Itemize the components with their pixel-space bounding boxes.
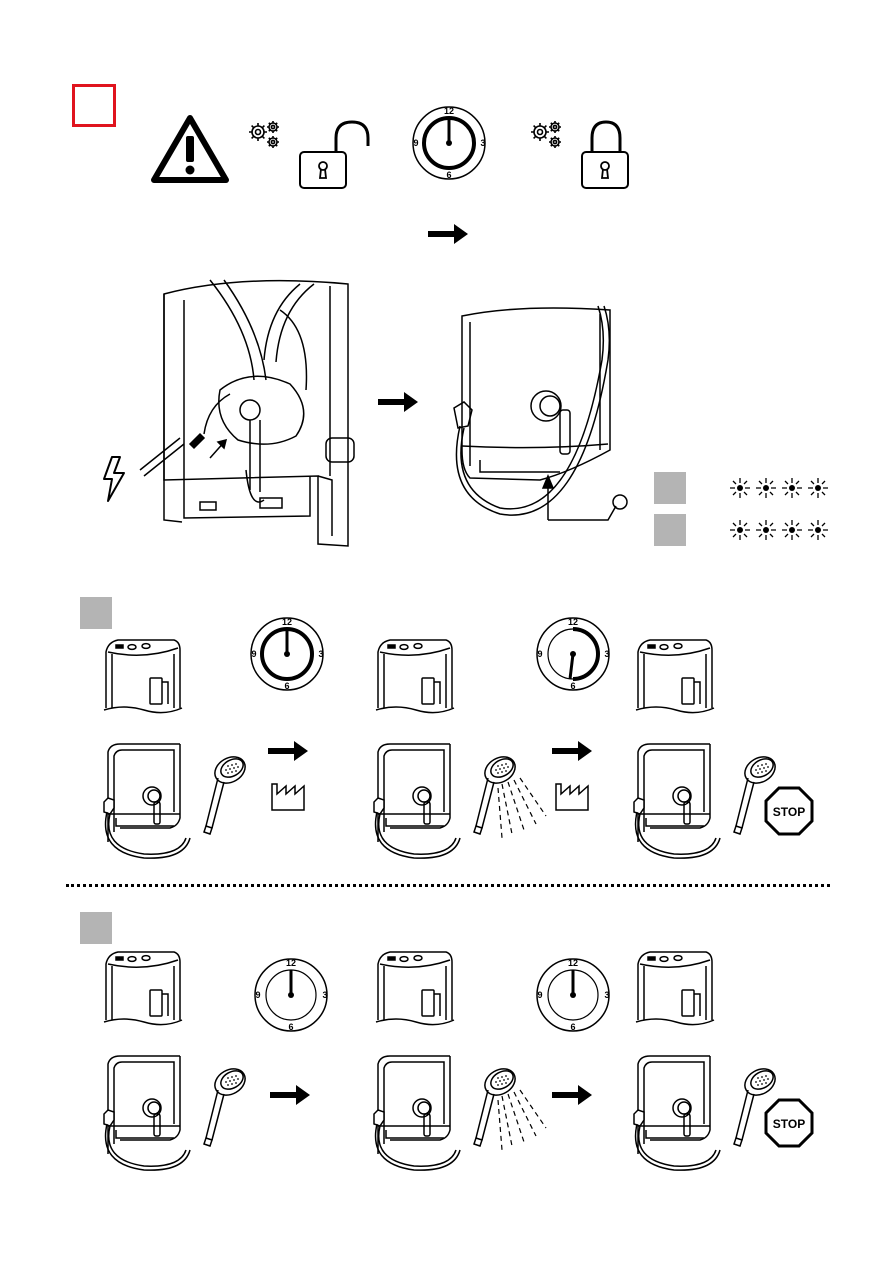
led-flash-icon [808,520,828,540]
clock-6: 6 [446,170,451,180]
led-flash-icon [782,478,802,498]
stop-sign-icon: STOP [764,1098,814,1148]
clock-6: 6 [570,1022,575,1032]
stop-label: STOP [773,805,805,819]
step-marker-grey [654,514,686,546]
arrow-right-icon [268,740,310,762]
section-divider [66,884,830,887]
clock-icon: 12 3 6 9 [410,104,488,182]
led-flash-icon [808,478,828,498]
led-flash-icon [756,520,776,540]
control-panel-illustration [376,638,458,714]
clock-6: 6 [570,681,575,691]
clock-icon: 12 3 6 9 [248,615,326,693]
control-panel-illustration [636,638,718,714]
step-marker-grey [654,472,686,504]
water-spray [498,1092,558,1152]
arrow-right-icon [428,234,470,256]
padlock-closed-icon [578,118,634,192]
gears-icon [528,118,568,152]
led-flash-row [728,518,832,542]
arrow-right-icon [552,1084,594,1106]
clock-9: 9 [413,138,418,148]
lightning-icon [100,455,130,505]
control-panel-illustration [376,950,458,1026]
led-flash-icon [730,478,750,498]
stop-sign-icon: STOP [764,786,814,836]
clock-12: 12 [282,617,292,627]
padlock-open-icon [296,118,380,192]
stop-label: STOP [773,1117,805,1131]
shower-head-icon [202,756,252,840]
shower-head-icon [202,1068,252,1152]
clock-3: 3 [604,990,609,1000]
clock-9: 9 [537,649,542,659]
control-panel-illustration [104,638,186,714]
clock-icon: 12 3 6 9 [534,615,612,693]
arrow-right-icon [552,740,594,762]
clock-12: 12 [568,617,578,627]
led-flash-row [728,476,832,500]
clock-9: 9 [255,990,260,1000]
factory-icon [272,776,308,812]
clock-icon: 12 3 6 9 [534,956,612,1034]
step-marker-grey [80,912,112,944]
clock-3: 3 [318,649,323,659]
clock-6: 6 [288,1022,293,1032]
led-flash-icon [756,478,776,498]
led-flash-icon [782,520,802,540]
clock-icon: 12 3 6 9 [252,956,330,1034]
step-marker-red [72,84,116,127]
clock-3: 3 [604,649,609,659]
clock-9: 9 [537,990,542,1000]
control-panel-illustration [104,950,186,1026]
unit-internal-illustration [100,270,380,560]
clock-12: 12 [568,958,578,968]
control-panel-illustration [636,950,718,1026]
clock-6: 6 [284,681,289,691]
clock-12: 12 [286,958,296,968]
clock-3: 3 [322,990,327,1000]
clock-12: 12 [444,106,454,116]
gears-icon [246,118,286,152]
arrow-right-icon [270,1084,312,1106]
clock-3: 3 [480,138,485,148]
warning-icon [150,114,230,184]
step-marker-grey [80,597,112,629]
water-spray [498,780,558,840]
factory-icon [556,776,592,812]
clock-9: 9 [251,649,256,659]
arrow-right-icon [378,402,420,424]
led-flash-icon [730,520,750,540]
unit-assembled-illustration [440,300,640,540]
